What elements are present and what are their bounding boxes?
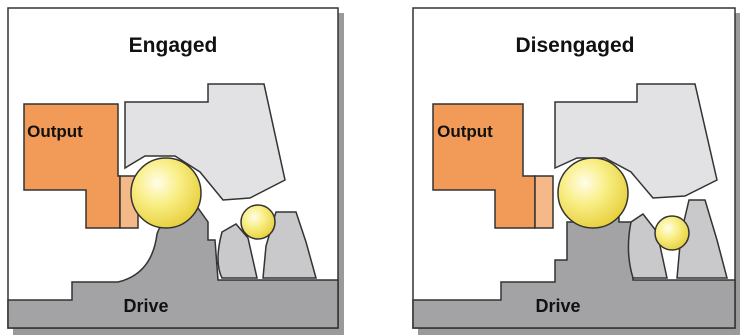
housing xyxy=(124,83,286,201)
left-cam xyxy=(217,223,258,279)
large-roller-ball xyxy=(130,157,202,229)
drive-label: Drive xyxy=(123,296,168,316)
disengaged-panel: Disengaged Output Drive xyxy=(412,7,740,335)
right-cam xyxy=(262,211,317,279)
drive-shaft xyxy=(7,207,339,329)
small-roller-ball xyxy=(654,215,690,251)
small-roller-ball xyxy=(240,204,276,240)
output-label: Output xyxy=(27,122,83,141)
output-label: Output xyxy=(437,122,493,141)
left-cam xyxy=(627,212,668,279)
output-wedge xyxy=(534,175,554,229)
engaged-panel: Engaged Output Drive xyxy=(7,7,344,335)
panel-title: Disengaged xyxy=(515,34,634,57)
drive-label: Drive xyxy=(535,296,580,316)
housing xyxy=(554,83,718,199)
panel-title: Engaged xyxy=(129,34,218,57)
large-roller-ball xyxy=(557,157,629,229)
